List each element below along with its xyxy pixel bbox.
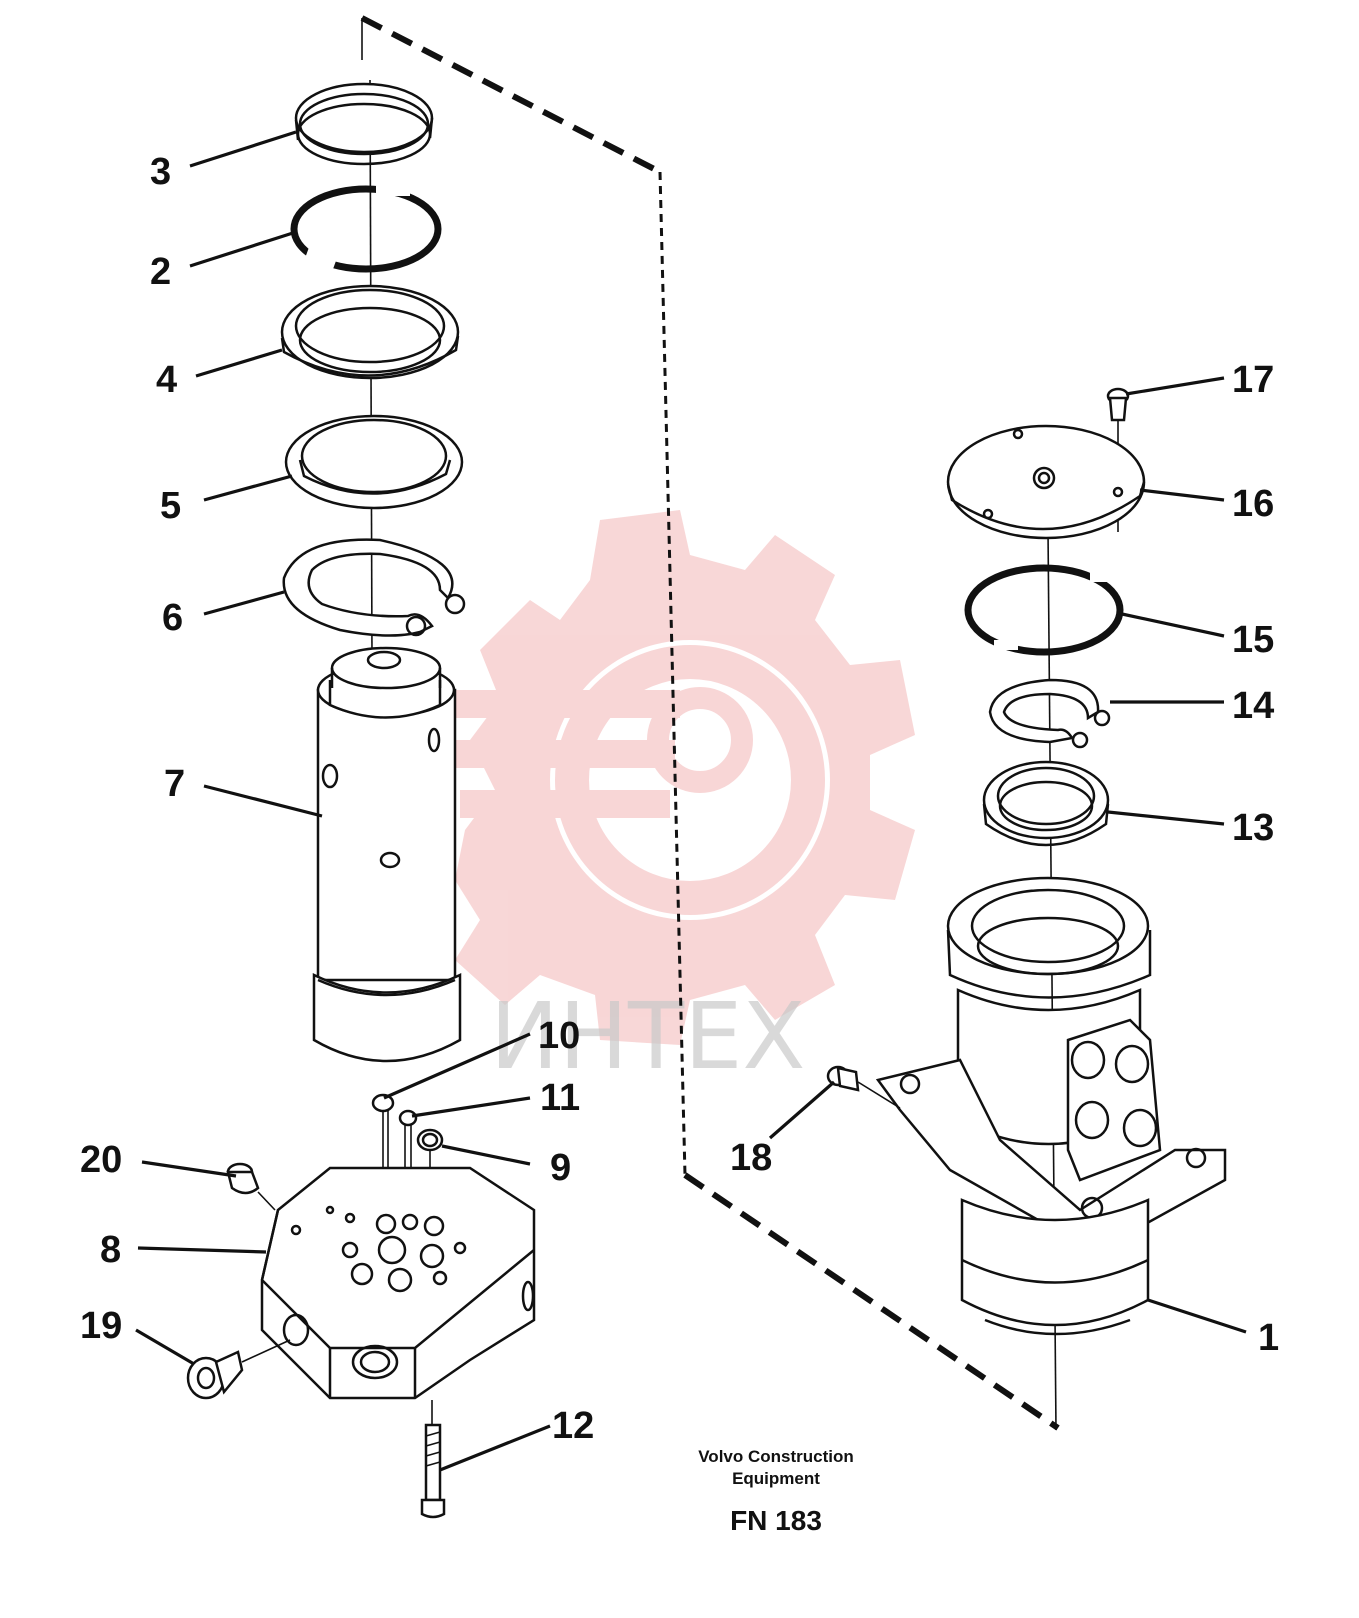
part-20-plug (226, 1162, 276, 1211)
part-19-plug (186, 1339, 291, 1400)
callout-7: 7 (164, 763, 185, 805)
callout-16: 16 (1232, 483, 1274, 525)
part-14-circlip (988, 678, 1111, 749)
callout-15: 15 (1232, 619, 1274, 661)
callout-6: 6 (162, 597, 183, 639)
part-5-lip-ring (284, 414, 464, 510)
callout-9: 9 (550, 1147, 571, 1189)
part-15-o-ring (964, 564, 1124, 656)
figure-code: FN 183 (730, 1505, 822, 1536)
part-18-plug (826, 1065, 901, 1109)
part-7-spool-cylinder (312, 646, 462, 1063)
callout-3: 3 (150, 151, 171, 193)
callout-18: 18 (730, 1137, 772, 1179)
part-16-cover-plate (946, 424, 1146, 540)
callout-2: 2 (150, 251, 171, 293)
footer-brand-line1: Volvo Construction (698, 1447, 854, 1466)
watermark-gear-logo (430, 510, 915, 1045)
part-6-circlip (282, 538, 466, 637)
callout-4: 4 (156, 359, 177, 401)
callout-12: 12 (552, 1405, 594, 1447)
callout-5: 5 (160, 485, 181, 527)
footer-brand-line2: Equipment (732, 1469, 820, 1488)
callout-19: 19 (80, 1305, 122, 1347)
callout-8: 8 (100, 1229, 121, 1271)
part-8-manifold-block (260, 1166, 536, 1400)
callout-1: 1 (1258, 1317, 1279, 1359)
callout-14: 14 (1232, 685, 1274, 727)
assembly-boundary-dashed (360, 15, 1060, 1431)
part-12-bolt (420, 1400, 446, 1519)
callout-labels: 3 2 4 5 6 7 10 11 9 20 8 19 12 17 16 15 … (80, 151, 1279, 1447)
part-2-o-ring (290, 185, 442, 273)
callout-11: 11 (540, 1077, 580, 1119)
callout-13: 13 (1232, 807, 1274, 849)
callout-17: 17 (1232, 359, 1274, 401)
watermark-text: ИНТЕХ (490, 983, 805, 1090)
part-3-ring (294, 82, 434, 166)
part-4-seal (280, 284, 460, 380)
footer-caption: Volvo Construction Equipment FN 183 (698, 1447, 854, 1536)
part-13-bearing (982, 760, 1110, 847)
leader-lines (135, 130, 1247, 1472)
callout-20: 20 (80, 1139, 122, 1181)
callout-10: 10 (538, 1015, 580, 1057)
part-1-housing (875, 876, 1227, 1336)
